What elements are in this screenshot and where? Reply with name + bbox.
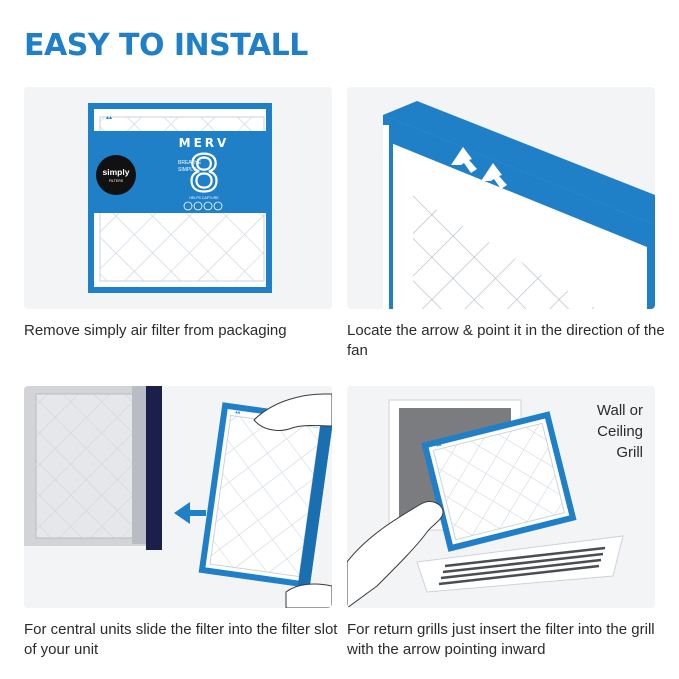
return-grill-image: ▴▴ (347, 386, 655, 608)
grill-louvers (438, 546, 606, 586)
hand-bottom-image (285, 583, 332, 608)
svg-text:▴▴: ▴▴ (106, 114, 112, 121)
grill-label-line-1: Wall or (596, 402, 643, 419)
step-1-illustration: ▴▴ simply FILTERS BREATHE SIMPLY MERV 8 … (24, 87, 332, 309)
step-3-illustration: ▴▴ (24, 386, 332, 608)
slide-in-arrow-icon (174, 502, 206, 524)
svg-text:▴▴: ▴▴ (235, 409, 241, 416)
step-1-caption: Remove simply air filter from packaging (24, 322, 287, 339)
grill-label-line-2: Ceiling (597, 423, 643, 440)
step-3-caption: For central units slide the filter into … (24, 621, 338, 658)
step-4-illustration: ▴▴ Wall or Ceiling Grill (347, 386, 655, 608)
grill-label: Wall or Ceiling Grill (553, 400, 643, 463)
hand-top-image (253, 393, 332, 431)
feature-icons (183, 201, 223, 211)
brand-logo-subtext: FILTERS (109, 179, 124, 183)
brand-logo-text: simply (103, 167, 130, 177)
svg-text:▴▴: ▴▴ (436, 441, 443, 448)
step-4-caption: For return grills just insert the filter… (347, 621, 655, 658)
tagline-line-1: BREATHE (178, 160, 202, 166)
tagline-line-2: SIMPLY (178, 167, 197, 173)
merv-subtext: HELPS CAPTURE (189, 196, 219, 200)
airflow-arrow-icon (451, 147, 507, 189)
hand-image (347, 501, 444, 608)
grill-label-line-3: Grill (616, 444, 643, 461)
page-title: EASY TO INSTALL (24, 28, 308, 63)
central-unit-image: ▴▴ (24, 386, 332, 608)
filter-arrow-closeup-image (383, 101, 655, 309)
step-2-caption: Locate the arrow & point it in the direc… (347, 322, 665, 359)
filter-package-image: ▴▴ simply FILTERS BREATHE SIMPLY MERV 8 … (88, 103, 272, 293)
merv-rating: 8 (188, 145, 220, 203)
step-2-illustration (347, 87, 655, 309)
merv-label: MERV (179, 136, 230, 150)
